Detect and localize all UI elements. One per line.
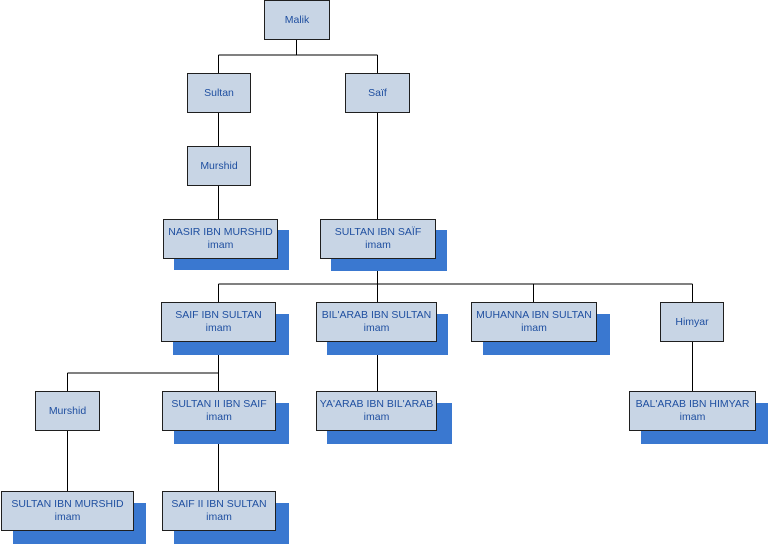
node-name: SULTAN IBN MURSHID (11, 498, 124, 510)
node-name: SAIF IBN SULTAN (175, 309, 262, 321)
node-name: BIL'ARAB IBN SULTAN (321, 309, 432, 321)
node-role: imam (521, 322, 547, 334)
node-murshid-2: Murshid (35, 391, 100, 431)
node-role: imam (207, 239, 234, 251)
node-name: SAIF II IBN SULTAN (171, 498, 267, 510)
node-role: imam (365, 239, 391, 251)
node-sultan: Sultan (187, 73, 251, 113)
node-role: imam (206, 511, 232, 523)
node-name: Sultan (204, 86, 234, 99)
node-role: imam (363, 322, 390, 334)
node-role: imam (205, 322, 232, 334)
node-himyar: Himyar (660, 302, 724, 342)
node-name: Murshid (200, 159, 238, 172)
node-name: Murshid (48, 404, 87, 417)
node-name: YA'ARAB IBN BIL'ARAB (319, 398, 434, 410)
node-role: imam (206, 411, 232, 423)
node-murshid: Murshid (187, 146, 251, 186)
node-name: NASIR IBN MURSHID (168, 226, 273, 238)
node-role: imam (679, 411, 706, 423)
node-name: SULTAN II IBN SAIF (171, 398, 267, 410)
node-name: Malik (284, 13, 310, 26)
node-name: MUHANNA IBN SULTAN (476, 309, 592, 321)
node-role: imam (54, 511, 81, 523)
node-name: BAL'ARAB IBN HIMYAR (635, 398, 750, 410)
node-saif: Saïf (345, 73, 410, 113)
node-malik: Malik (264, 0, 330, 40)
node-name: Himyar (675, 315, 709, 328)
node-name: SULTAN IBN SAÏF (334, 226, 422, 238)
node-name: Saïf (368, 86, 387, 99)
node-role: imam (363, 411, 390, 423)
